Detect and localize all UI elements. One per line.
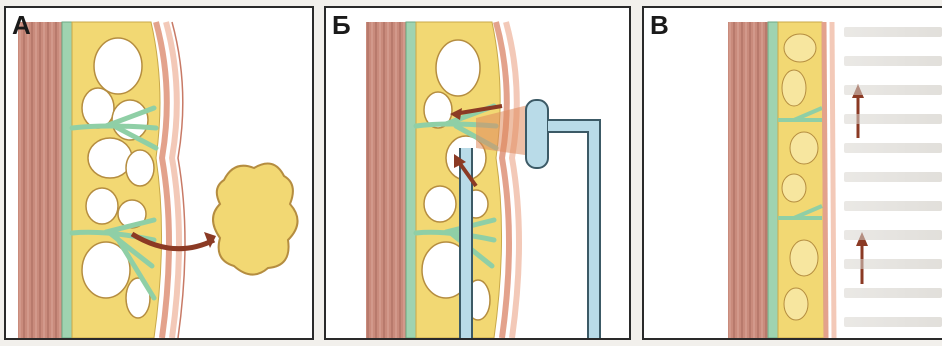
muscle-layer <box>18 22 62 338</box>
fascia-layer <box>406 22 416 338</box>
fascia-layer <box>768 22 778 338</box>
muscle-layer <box>728 22 768 338</box>
panel-c: В <box>642 6 942 340</box>
diagram-fat-removal <box>6 8 312 338</box>
extracted-fat-blob <box>213 164 298 275</box>
panel-b: Б <box>324 6 631 340</box>
panel-label-b: Б <box>332 12 351 38</box>
diagram-liposuction <box>326 8 629 338</box>
panel-a: А <box>4 6 314 340</box>
muscle-layer <box>366 22 406 338</box>
panel-label-a: А <box>12 12 31 38</box>
panel-label-c: В <box>650 12 669 38</box>
dermis-layer <box>824 22 826 338</box>
fascia-layer <box>62 22 72 338</box>
background-page-text <box>832 8 942 340</box>
